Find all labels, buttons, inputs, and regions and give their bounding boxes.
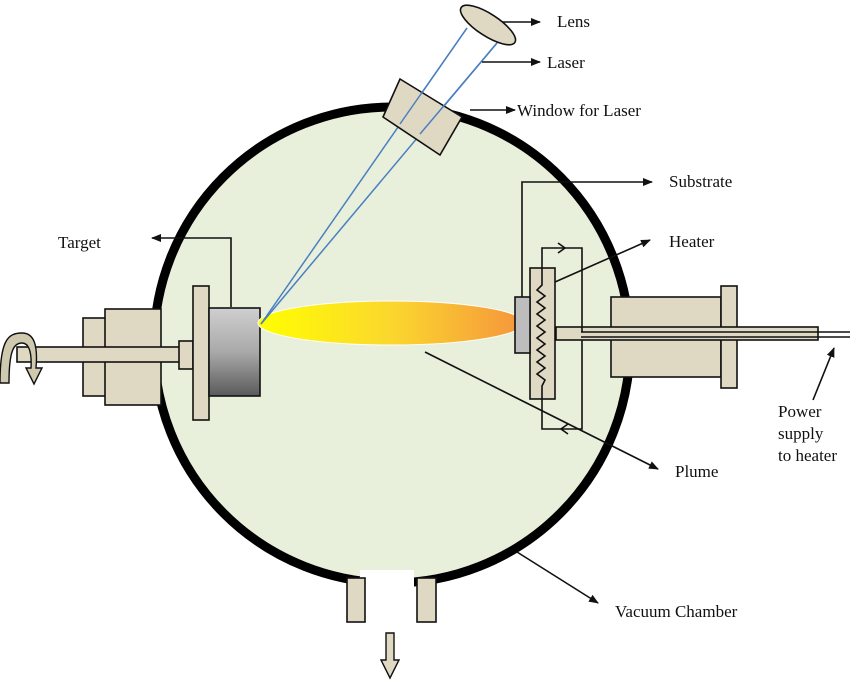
label-plume: Plume xyxy=(675,462,718,481)
plume xyxy=(257,300,525,346)
label-window: Window for Laser xyxy=(517,101,641,120)
heater-coil xyxy=(535,279,547,396)
rotation-arrow-icon xyxy=(0,332,44,386)
target xyxy=(208,307,261,397)
label-power-2: supply xyxy=(778,424,824,443)
heater-leader xyxy=(554,239,651,283)
power-leader xyxy=(812,347,835,401)
pump-port xyxy=(346,570,437,623)
label-substrate: Substrate xyxy=(669,172,732,191)
laser-window xyxy=(381,77,464,157)
label-power-3: to heater xyxy=(778,446,837,465)
label-heater: Heater xyxy=(669,232,715,251)
label-vacuum-chamber: Vacuum Chamber xyxy=(615,602,738,621)
target-manipulator xyxy=(16,285,210,421)
substrate xyxy=(514,296,531,354)
lens xyxy=(459,4,517,46)
target-leader xyxy=(151,234,232,307)
chamber-leader xyxy=(516,551,599,604)
label-target: Target xyxy=(58,233,101,252)
pump-arrow-icon xyxy=(379,632,401,680)
heater-feedthrough xyxy=(555,285,850,389)
substrate-leader xyxy=(521,178,653,297)
label-laser: Laser xyxy=(547,53,585,72)
label-lens: Lens xyxy=(557,12,590,31)
label-power-1: Power xyxy=(778,402,822,421)
plume-leader xyxy=(424,351,659,470)
